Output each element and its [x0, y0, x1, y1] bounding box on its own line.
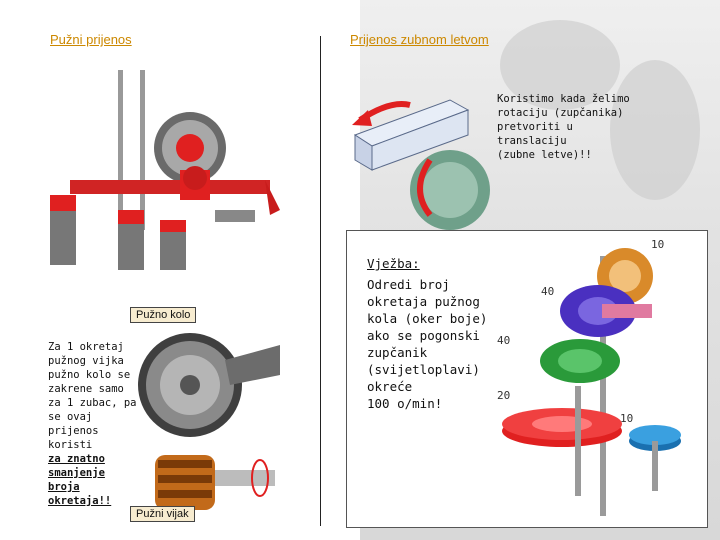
note-line: Koristimo kada želimo: [497, 93, 630, 105]
exercise-line: ako se pogonski: [367, 328, 480, 343]
exercise-line: kola (oker boje): [367, 311, 488, 326]
exercise-line: okretaja pužnog: [367, 294, 480, 309]
exercise-line: Odredi broj: [367, 277, 450, 292]
description-line: se ovaj: [48, 411, 93, 423]
rack-pinion-note: Koristimo kada želimo rotaciju (zupčanik…: [497, 92, 637, 162]
rack-pinion-heading: Prijenos zubnom letvom: [350, 32, 489, 47]
description-emphasis: broja: [48, 481, 80, 493]
description-line: prijenos koristi: [48, 425, 99, 451]
tooth-label: 40: [541, 285, 555, 298]
section-divider: [320, 36, 321, 526]
worm-gear-description: Za 1 okretaj pužnog vijka pužno kolo se …: [48, 340, 138, 508]
note-line: (zubne letve)!!: [497, 149, 592, 161]
gear-train-illustration: [502, 248, 681, 516]
description-emphasis: smanjenje: [48, 467, 105, 479]
worm-gear-closeup-illustration: [138, 333, 280, 510]
tooth-label: 10: [651, 238, 665, 251]
description-line: pužno kolo se: [48, 369, 131, 381]
worm-gear-assembly-illustration: [50, 70, 280, 270]
exercise-text: Odredi broj okretaja pužnog kola (oker b…: [367, 276, 487, 412]
worm-wheel-callout: Pužno kolo: [130, 307, 197, 323]
note-line: rotaciju (zupčanika): [497, 107, 624, 119]
exercise-line: 100 o/min!: [367, 396, 443, 411]
tooth-label: 10: [620, 412, 634, 425]
worm-gear-heading: Pužni prijenos: [50, 32, 132, 47]
exercise-line: zupčanik: [367, 345, 428, 360]
rack-pinion-illustration: [352, 99, 490, 230]
exercise-line: (svijetloplavi): [367, 362, 480, 377]
tooth-label: 20: [497, 389, 511, 402]
worm-screw-callout: Pužni vijak: [130, 506, 195, 522]
description-emphasis: okretaja!!: [48, 495, 112, 507]
tooth-label: 40: [497, 334, 511, 347]
description-line: pužnog vijka: [48, 355, 124, 367]
description-line: za 1 zubac, pa: [48, 397, 137, 409]
note-line: pretvoriti u translaciju: [497, 121, 573, 147]
description-emphasis: za znatno: [48, 453, 105, 465]
exercise-title: Vježba:: [367, 256, 420, 271]
description-line: zakrene samo: [48, 383, 124, 395]
exercise-line: okreće: [367, 379, 413, 394]
description-line: Za 1 okretaj: [48, 341, 124, 353]
